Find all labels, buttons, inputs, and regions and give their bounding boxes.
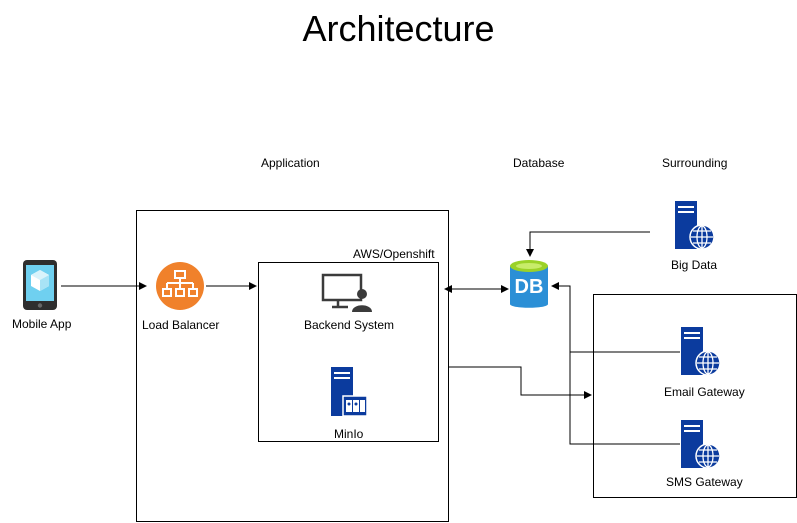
diagram-title: Architecture — [302, 8, 495, 49]
storage-server-icon — [331, 367, 368, 417]
edge-bigdata-to-db — [526, 231, 650, 257]
mobile-phone-icon — [23, 260, 57, 310]
mobile-app-label: Mobile App — [12, 317, 72, 331]
backend-system-label: Backend System — [304, 318, 395, 332]
email-gateway-label: Email Gateway — [664, 385, 745, 399]
sms-gateway-server-icon — [681, 420, 721, 469]
section-database-label: Database — [513, 156, 565, 170]
sms-gateway-label: SMS Gateway — [666, 475, 743, 489]
load-balancer-icon — [156, 262, 204, 310]
desktop-user-icon — [321, 273, 372, 312]
section-application-label: Application — [261, 156, 320, 170]
load-balancer-label: Load Balancer — [142, 318, 220, 332]
application-container — [136, 210, 449, 522]
edge-gateways-to-db — [551, 282, 680, 353]
edge-sms-to-db — [569, 352, 680, 445]
database-node: DB — [507, 258, 551, 312]
edge-app-to-gateways — [449, 366, 592, 399]
web-server-icon — [675, 201, 715, 250]
section-surrounding-label: Surrounding — [662, 156, 728, 170]
aws-openshift-label: AWS/Openshift — [353, 247, 435, 261]
aws-openshift-container — [258, 262, 439, 442]
big-data-label: Big Data — [671, 258, 718, 272]
database-icon — [510, 260, 548, 308]
minio-label: MinIo — [334, 427, 364, 441]
database-text: DB — [514, 276, 544, 298]
email-gateway-server-icon — [681, 327, 721, 376]
